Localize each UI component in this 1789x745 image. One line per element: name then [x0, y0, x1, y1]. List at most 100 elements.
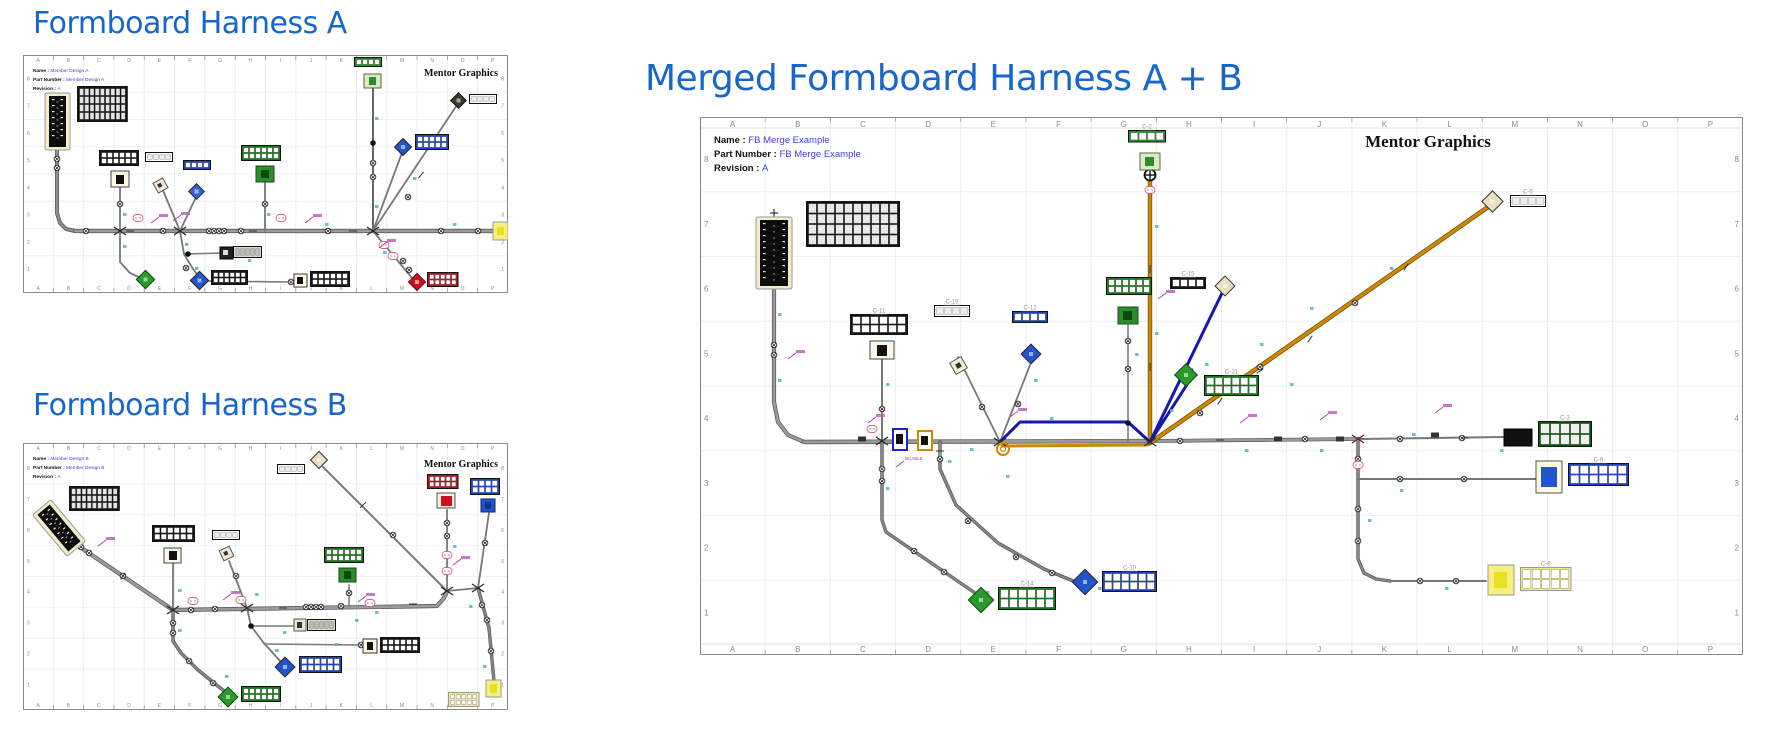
svg-text:2: 2 [501, 240, 504, 246]
svg-text:6: 6 [27, 131, 30, 137]
svg-text:E: E [158, 58, 162, 64]
svg-text:J: J [310, 286, 313, 292]
svg-text:F: F [188, 703, 191, 709]
svg-text:A: A [36, 286, 40, 292]
svg-text:C: C [97, 58, 101, 64]
svg-text:P: P [491, 286, 495, 292]
svg-text:C-19: C-19 [945, 300, 959, 306]
page-title-merged: Merged Formboard Harness A + B [645, 58, 1243, 99]
svg-text:A: A [730, 645, 736, 654]
svg-text:3: 3 [1735, 479, 1740, 488]
svg-text:Name : Member Design B: Name : Member Design B [33, 456, 89, 462]
svg-text:M: M [400, 286, 404, 292]
svg-text:J: J [1317, 120, 1321, 129]
svg-text:I: I [280, 58, 281, 64]
svg-text:P: P [1708, 120, 1713, 129]
svg-text:Name : FB Merge Example: Name : FB Merge Example [714, 135, 830, 146]
svg-text:1: 1 [1735, 608, 1740, 617]
svg-text:5: 5 [27, 559, 30, 565]
svg-text:C-5: C-5 [1523, 190, 1533, 196]
svg-text:C: C [97, 286, 101, 292]
svg-text:E: E [158, 446, 162, 452]
svg-text:7: 7 [27, 497, 30, 503]
svg-text:F: F [188, 446, 191, 452]
svg-text:A: A [36, 58, 40, 64]
formboard-diagram-B: AABBCCDDEEFFGGHHIIJJKKLLMMNNOOPP88776655… [23, 443, 508, 710]
svg-text:Revision : A: Revision : A [714, 163, 769, 174]
svg-text:H: H [249, 446, 253, 452]
svg-text:3: 3 [501, 621, 504, 627]
svg-text:3: 3 [704, 479, 709, 488]
svg-text:K: K [340, 58, 344, 64]
svg-text:G: G [218, 703, 222, 709]
svg-text:Name : Member Design A: Name : Member Design A [33, 68, 89, 74]
svg-text:A: A [36, 446, 40, 452]
svg-text:D: D [127, 703, 131, 709]
svg-text:Part Number : Member Design B: Part Number : Member Design B [33, 465, 104, 471]
svg-text:I: I [1253, 645, 1255, 654]
svg-text:5: 5 [501, 559, 504, 565]
svg-text:M: M [400, 446, 404, 452]
svg-text:Mentor Graphics: Mentor Graphics [1365, 132, 1491, 151]
svg-text:N: N [1577, 120, 1583, 129]
svg-text:C-11: C-11 [873, 309, 886, 315]
svg-text:6: 6 [501, 528, 504, 534]
svg-text:8: 8 [27, 466, 30, 472]
svg-text:E: E [158, 703, 162, 709]
svg-text:C-15: C-15 [1181, 272, 1195, 278]
svg-text:8: 8 [1735, 155, 1740, 164]
svg-text:H: H [249, 58, 253, 64]
svg-text:B: B [795, 120, 800, 129]
svg-text:N: N [430, 58, 434, 64]
svg-text:7: 7 [501, 497, 504, 503]
svg-text:M: M [1512, 645, 1519, 654]
svg-text:E: E [991, 645, 996, 654]
svg-text:C: C [97, 703, 101, 709]
svg-text:1: 1 [501, 267, 504, 273]
svg-text:O: O [1642, 645, 1648, 654]
page-title-harness-b: Formboard Harness B [33, 388, 347, 423]
svg-text:8: 8 [27, 76, 30, 82]
svg-text:A: A [730, 120, 736, 129]
svg-text:7: 7 [1735, 220, 1740, 229]
svg-text:C-3: C-3 [1560, 416, 1570, 422]
svg-text:G: G [218, 58, 222, 64]
svg-text:P: P [1708, 645, 1713, 654]
svg-text:3: 3 [501, 213, 504, 219]
svg-text:2: 2 [704, 544, 709, 553]
svg-text:L: L [370, 286, 373, 292]
svg-text:G: G [218, 446, 222, 452]
svg-text:I: I [280, 703, 281, 709]
svg-text:D: D [127, 446, 131, 452]
svg-text:Part Number : FB Merge Example: Part Number : FB Merge Example [714, 149, 861, 160]
svg-text:B: B [795, 645, 800, 654]
svg-text:F: F [188, 286, 191, 292]
svg-text:2: 2 [501, 651, 504, 657]
svg-text:4: 4 [501, 185, 504, 191]
svg-text:4: 4 [27, 185, 30, 191]
svg-text:L: L [1447, 645, 1452, 654]
svg-text:D: D [127, 286, 131, 292]
svg-text:5: 5 [27, 158, 30, 164]
svg-text:O: O [461, 286, 465, 292]
svg-text:M: M [1512, 120, 1519, 129]
svg-text:G: G [1121, 120, 1127, 129]
svg-text:6: 6 [27, 528, 30, 534]
svg-text:P: P [491, 58, 495, 64]
svg-text:G: G [1121, 645, 1127, 654]
svg-text:6: 6 [1735, 285, 1740, 294]
svg-text:J: J [1317, 645, 1321, 654]
svg-text:K: K [340, 286, 344, 292]
svg-text:K: K [1382, 645, 1388, 654]
svg-text:O: O [461, 58, 465, 64]
svg-text:1: 1 [27, 682, 30, 688]
svg-text:K: K [340, 703, 344, 709]
svg-text:I: I [280, 286, 281, 292]
svg-text:C-8: C-8 [1541, 562, 1551, 568]
svg-text:K: K [1382, 120, 1388, 129]
svg-text:C-10: C-10 [1123, 566, 1137, 572]
svg-text:7: 7 [704, 220, 709, 229]
svg-text:C: C [97, 446, 101, 452]
